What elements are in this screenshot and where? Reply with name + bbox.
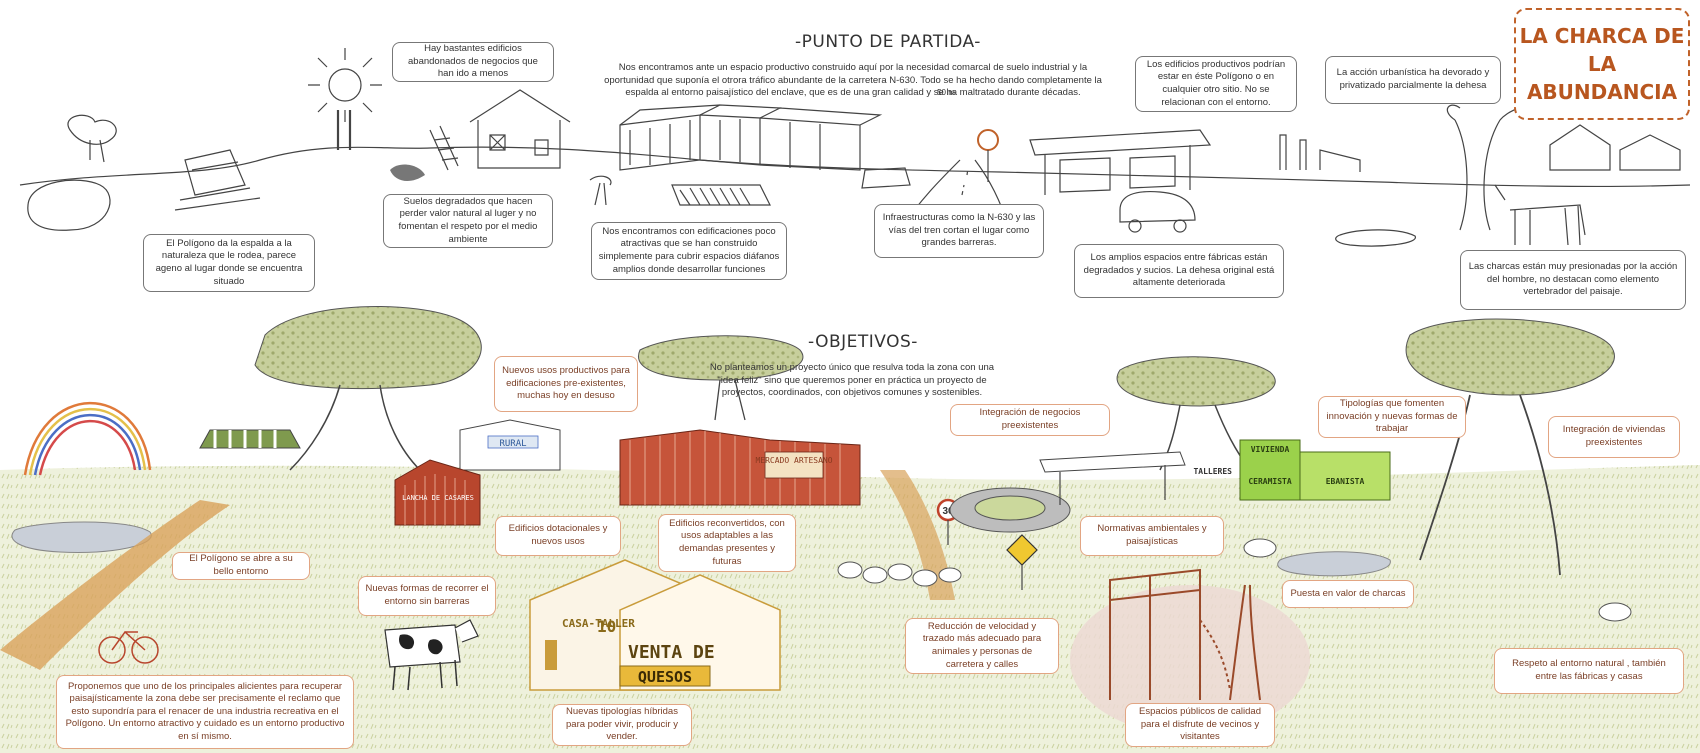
note-public-spaces: Espacios públicos de calidad para el dis… (1125, 703, 1275, 747)
warehouses (619, 114, 861, 171)
note-hybrid-typologies: Nuevas tipologías híbridas para poder vi… (552, 704, 692, 746)
lancha-sign: LANCHA DE CASARES (402, 494, 474, 502)
bare-tree (1446, 99, 1522, 231)
note-facility-buildings: Edificios dotacionales y nuevos usos (495, 516, 621, 556)
note-innovation-typologies: Tipologías que fomenten innovación y nue… (1318, 396, 1466, 438)
note-speed-reduction: Reducción de velocidad y trazado más ade… (905, 618, 1059, 674)
rural-sign: RURAL (499, 439, 526, 449)
shop-building (1029, 129, 1212, 195)
note-opens-to-surroundings: El Polígono se abre a su bello entorno (172, 552, 310, 580)
bicycle-icon (98, 630, 159, 664)
talleres-green-1 (1239, 439, 1301, 501)
car (1119, 190, 1196, 223)
sun-icon (328, 68, 362, 102)
distance-label: 50 m (937, 88, 955, 97)
project-title-card: LA CHARCA DE LA ABUNDANCIA (1514, 8, 1690, 120)
section-heading-objectives: -OBJETIVOS- (808, 332, 918, 352)
title-line-1: LA CHARCA DE (1519, 24, 1685, 48)
note-new-productive-uses: Nuevos usos productivos para edificacion… (494, 356, 638, 412)
svg-text:VIVIENDA: VIVIENDA (1251, 445, 1290, 454)
venta-sign: VENTA DE (628, 642, 715, 663)
title-line-2: LA ABUNDANCIA (1526, 52, 1678, 104)
quesos-sign: QUESOS (638, 668, 692, 686)
pond-objectives-right (1277, 551, 1391, 577)
note-environmental-regulations: Normativas ambientales y paisajísticas (1080, 516, 1224, 556)
casa-taller-sign: CASA-TALLER (562, 617, 635, 630)
note-value-ponds: Puesta en valor de charcas (1282, 580, 1414, 608)
note-existing-businesses: Integración de negocios preexistentes (950, 404, 1110, 436)
note-generic-buildings: Los edificios productivos podrían estar … (1135, 56, 1297, 112)
tree-canopy-left (254, 306, 482, 389)
objectives-illustration: RURAL LANCHA DE CASARES MERCADO ARTESANO… (0, 306, 1700, 753)
note-abandoned-buildings: Hay bastantes edificios abandonados de n… (392, 42, 554, 82)
speed-sign-50 (977, 129, 999, 151)
cow-icon (384, 619, 479, 691)
kiosk-red (394, 459, 481, 526)
note-urban-action: La acción urbanística ha devorado y priv… (1325, 56, 1501, 104)
svg-text:TALLERES: TALLERES (1193, 467, 1232, 476)
talleres-green-2 (1299, 451, 1391, 501)
starting-point-intro: Nos encontramos ante un espacio producti… (604, 62, 1102, 99)
objectives-intro: No planteamos un proyecto único que resu… (709, 362, 995, 399)
svg-text:30: 30 (942, 506, 954, 517)
note-degraded-spaces: Los amplios espacios entre fábricas está… (1074, 244, 1284, 298)
house-number: 10 (597, 617, 616, 636)
note-unattractive-buildings: Nos encontramos con edificaciones poco a… (591, 222, 787, 280)
abandoned-house (469, 89, 571, 169)
tree-canopy-right (1405, 318, 1615, 396)
playground (1109, 568, 1261, 701)
note-infrastructure-barriers: Infraestructuras como la N-630 y las vía… (874, 204, 1044, 258)
tree-canopy-center (1116, 356, 1276, 407)
mercado-sign: MERCADO ARTESANO (755, 456, 832, 465)
train (184, 149, 246, 196)
sheep-flock (837, 561, 962, 587)
note-degraded-soils: Suelos degradados que hacen perder valor… (383, 194, 553, 248)
fenced-yard (671, 184, 771, 206)
svg-text:CERAMISTA: CERAMISTA (1248, 477, 1292, 486)
note-converted-buildings: Edificios reconvertidos, con usos adapta… (658, 514, 796, 572)
note-existing-housing: Integración de viviendas preexistentes (1548, 416, 1680, 458)
rainbow (23, 402, 152, 476)
pond-left (27, 179, 111, 231)
pig-icon (1243, 538, 1277, 558)
note-back-to-nature: El Polígono da la espalda a la naturalez… (143, 234, 315, 292)
note-pressured-ponds: Las charcas están muy presionadas por la… (1460, 250, 1686, 310)
mercado-building (619, 429, 861, 506)
note-respect-nature: Respeto al entorno natural , también ent… (1494, 648, 1684, 694)
ochre-path (0, 500, 230, 670)
public-space-area (1070, 585, 1310, 735)
section-heading-starting-point: -PUNTO DE PARTIDA- (795, 32, 981, 52)
note-new-ways-to-travel: Nuevas formas de recorrer el entorno sin… (358, 576, 496, 616)
note-recreational-industry: Proponemos que uno de los principales al… (56, 675, 354, 749)
svg-text:EBANISTA: EBANISTA (1326, 477, 1365, 486)
